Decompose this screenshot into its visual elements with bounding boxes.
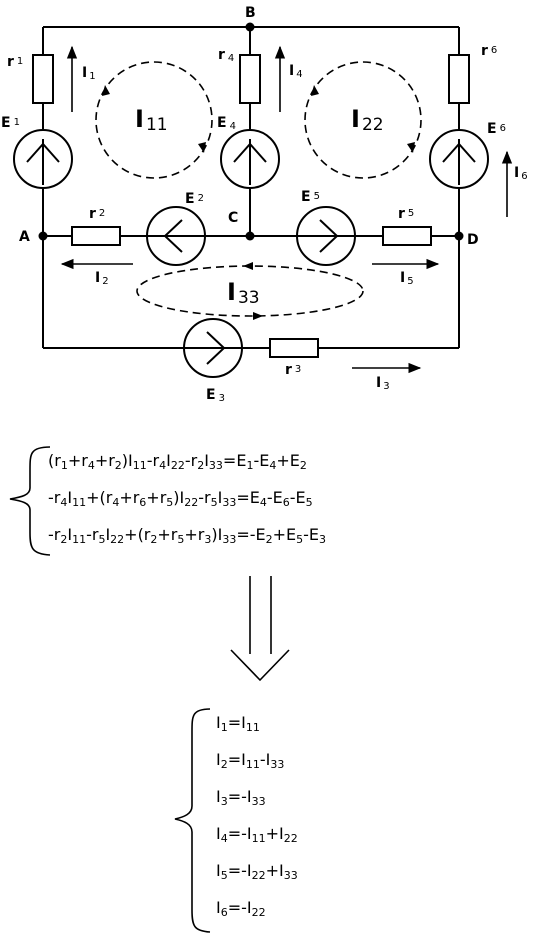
result-equation-5: I5=-I22+I33 bbox=[216, 861, 298, 882]
system-of-equations: (r1+r4+r2)I11-r4I22-r2I33=E1-E4+E2 -r4I11… bbox=[48, 451, 528, 561]
system-equation-1: (r1+r4+r2)I11-r4I22-r2I33=E1-E4+E2 bbox=[48, 451, 307, 472]
source-e1 bbox=[13, 129, 73, 189]
source-e6 bbox=[429, 129, 489, 189]
node-label-a: A bbox=[19, 229, 30, 245]
implies-arrow bbox=[230, 576, 290, 682]
result-equation-6: I6=-I22 bbox=[216, 898, 266, 919]
node-b-dot bbox=[245, 22, 255, 32]
resistor-r4 bbox=[239, 54, 261, 104]
source-e4 bbox=[220, 129, 280, 189]
loop-current-i22 bbox=[304, 61, 422, 179]
node-label-d: D bbox=[467, 232, 479, 248]
loop-current-i33 bbox=[136, 262, 364, 320]
system-equation-2: -r4I11+(r4+r6+r5)I22-r5I33=E4-E6-E5 bbox=[48, 488, 313, 509]
system-brace bbox=[9, 446, 51, 556]
result-equation-2: I2=I11-I33 bbox=[216, 750, 285, 771]
result-brace bbox=[174, 708, 211, 933]
source-e3 bbox=[183, 318, 243, 378]
resistor-r5 bbox=[382, 226, 432, 246]
loop-current-i11 bbox=[95, 61, 213, 179]
resistor-r2 bbox=[71, 226, 121, 246]
resistor-r6 bbox=[448, 54, 470, 104]
node-a-dot bbox=[38, 231, 48, 241]
result-equation-3: I3=-I33 bbox=[216, 787, 266, 808]
node-c-dot bbox=[245, 231, 255, 241]
result-equation-1: I1=I11 bbox=[216, 713, 260, 734]
result-equation-4: I4=-I11+I22 bbox=[216, 824, 298, 845]
node-d-dot bbox=[454, 231, 464, 241]
resistor-r3 bbox=[269, 338, 319, 358]
source-e2 bbox=[146, 206, 206, 266]
node-label-b: B bbox=[245, 5, 256, 21]
system-equation-3: -r2I11-r5I22+(r2+r5+r3)I33=-E2+E5-E3 bbox=[48, 525, 327, 546]
source-e5 bbox=[296, 206, 356, 266]
node-label-c: C bbox=[228, 210, 238, 226]
resistor-r1 bbox=[32, 54, 54, 104]
